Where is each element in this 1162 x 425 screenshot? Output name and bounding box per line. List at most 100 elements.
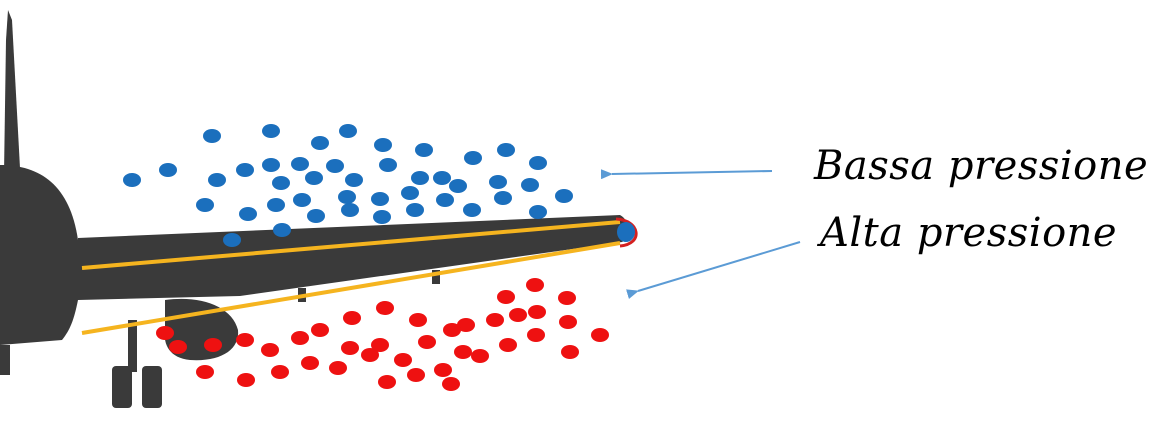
low-pressure-dot xyxy=(273,223,291,237)
low-pressure-dot xyxy=(436,193,454,207)
low-pressure-dot xyxy=(341,203,359,217)
low-pressure-dot xyxy=(338,190,356,204)
low-pressure-dot xyxy=(463,203,481,217)
low-pressure-dot xyxy=(326,159,344,173)
low-pressure-dot xyxy=(373,210,391,224)
high-pressure-dot xyxy=(454,345,472,359)
high-pressure-dot xyxy=(561,345,579,359)
flap-track xyxy=(432,270,440,284)
high-pressure-dot xyxy=(156,326,174,340)
low-pressure-dot xyxy=(489,175,507,189)
high-pressure-dot xyxy=(407,368,425,382)
high-pressure-dot xyxy=(361,348,379,362)
low-pressure-dot xyxy=(494,191,512,205)
high-pressure-dot xyxy=(509,308,527,322)
high-pressure-dot xyxy=(526,278,544,292)
low-pressure-dot xyxy=(401,186,419,200)
low-pressure-dot xyxy=(449,179,467,193)
wing-upper-outline xyxy=(81,220,621,270)
low-pressure-dot xyxy=(311,136,329,150)
high-pressure-dot xyxy=(434,363,452,377)
low-pressure-dot xyxy=(262,158,280,172)
low-pressure-dot xyxy=(464,151,482,165)
wingtip-outline xyxy=(615,217,638,248)
low-pressure-dot xyxy=(374,138,392,152)
high-pressure-dot xyxy=(409,313,427,327)
low-pressure-dot xyxy=(123,173,141,187)
high-pressure-particles xyxy=(156,278,609,391)
high-pressure-arrow xyxy=(626,241,801,299)
low-pressure-dot xyxy=(272,176,290,190)
high-pressure-dot xyxy=(169,340,187,354)
low-pressure-dot xyxy=(406,203,424,217)
high-pressure-dot xyxy=(499,338,517,352)
low-pressure-dot xyxy=(415,143,433,157)
low-pressure-dot xyxy=(379,158,397,172)
high-pressure-dot xyxy=(376,301,394,315)
low-pressure-dot xyxy=(411,171,429,185)
high-pressure-dot xyxy=(343,311,361,325)
wing-lower-outline xyxy=(81,241,621,335)
high-pressure-label: Alta pressione xyxy=(820,210,1118,256)
low-pressure-dot xyxy=(208,173,226,187)
low-pressure-dot xyxy=(159,163,177,177)
landing-gear-wheel xyxy=(142,366,162,408)
low-pressure-dot xyxy=(339,124,357,138)
low-pressure-dot xyxy=(433,171,451,185)
rear-gear xyxy=(0,345,10,375)
high-pressure-dot xyxy=(471,349,489,363)
low-pressure-particles xyxy=(123,124,573,247)
wing xyxy=(78,215,629,300)
high-pressure-dot xyxy=(341,341,359,355)
low-pressure-dot xyxy=(529,205,547,219)
low-pressure-dot xyxy=(262,124,280,138)
high-pressure-dot xyxy=(443,323,461,337)
high-pressure-dot xyxy=(497,290,515,304)
low-pressure-dot xyxy=(529,156,547,170)
low-pressure-dot xyxy=(196,198,214,212)
high-pressure-dot xyxy=(394,353,412,367)
low-pressure-arrow xyxy=(600,169,773,180)
high-pressure-dot xyxy=(311,323,329,337)
low-pressure-dot xyxy=(521,178,539,192)
high-pressure-dot xyxy=(418,335,436,349)
low-pressure-dot xyxy=(239,207,257,221)
high-pressure-dot xyxy=(301,356,319,370)
low-pressure-dot xyxy=(236,163,254,177)
high-pressure-dot xyxy=(486,313,504,327)
high-pressure-dot xyxy=(378,375,396,389)
high-pressure-dot xyxy=(236,333,254,347)
high-pressure-dot xyxy=(371,338,389,352)
low-pressure-dot xyxy=(555,189,573,203)
high-pressure-dot xyxy=(291,331,309,345)
high-pressure-dot xyxy=(237,373,255,387)
high-pressure-dot xyxy=(204,338,222,352)
high-pressure-dot xyxy=(591,328,609,342)
low-pressure-dot xyxy=(203,129,221,143)
landing-gear-strut xyxy=(128,320,137,372)
low-pressure-dot xyxy=(307,209,325,223)
low-pressure-dot xyxy=(497,143,515,157)
low-pressure-label: Bassa pressione xyxy=(814,143,1149,189)
high-pressure-dot xyxy=(559,315,577,329)
high-pressure-dot xyxy=(528,305,546,319)
high-pressure-dot xyxy=(442,377,460,391)
landing-gear-wheel xyxy=(112,366,132,408)
high-pressure-dot xyxy=(558,291,576,305)
fuselage xyxy=(0,165,78,345)
low-pressure-dot xyxy=(305,171,323,185)
low-pressure-dot xyxy=(345,173,363,187)
low-pressure-dot xyxy=(293,193,311,207)
high-pressure-dot xyxy=(196,365,214,379)
high-pressure-dot xyxy=(271,365,289,379)
low-pressure-dot xyxy=(267,198,285,212)
wingtip-dot xyxy=(617,222,635,242)
tail-fin xyxy=(4,10,20,174)
high-pressure-dot xyxy=(457,318,475,332)
low-pressure-dot xyxy=(223,233,241,247)
high-pressure-dot xyxy=(527,328,545,342)
low-pressure-dot xyxy=(371,192,389,206)
high-pressure-dot xyxy=(261,343,279,357)
high-pressure-dot xyxy=(329,361,347,375)
